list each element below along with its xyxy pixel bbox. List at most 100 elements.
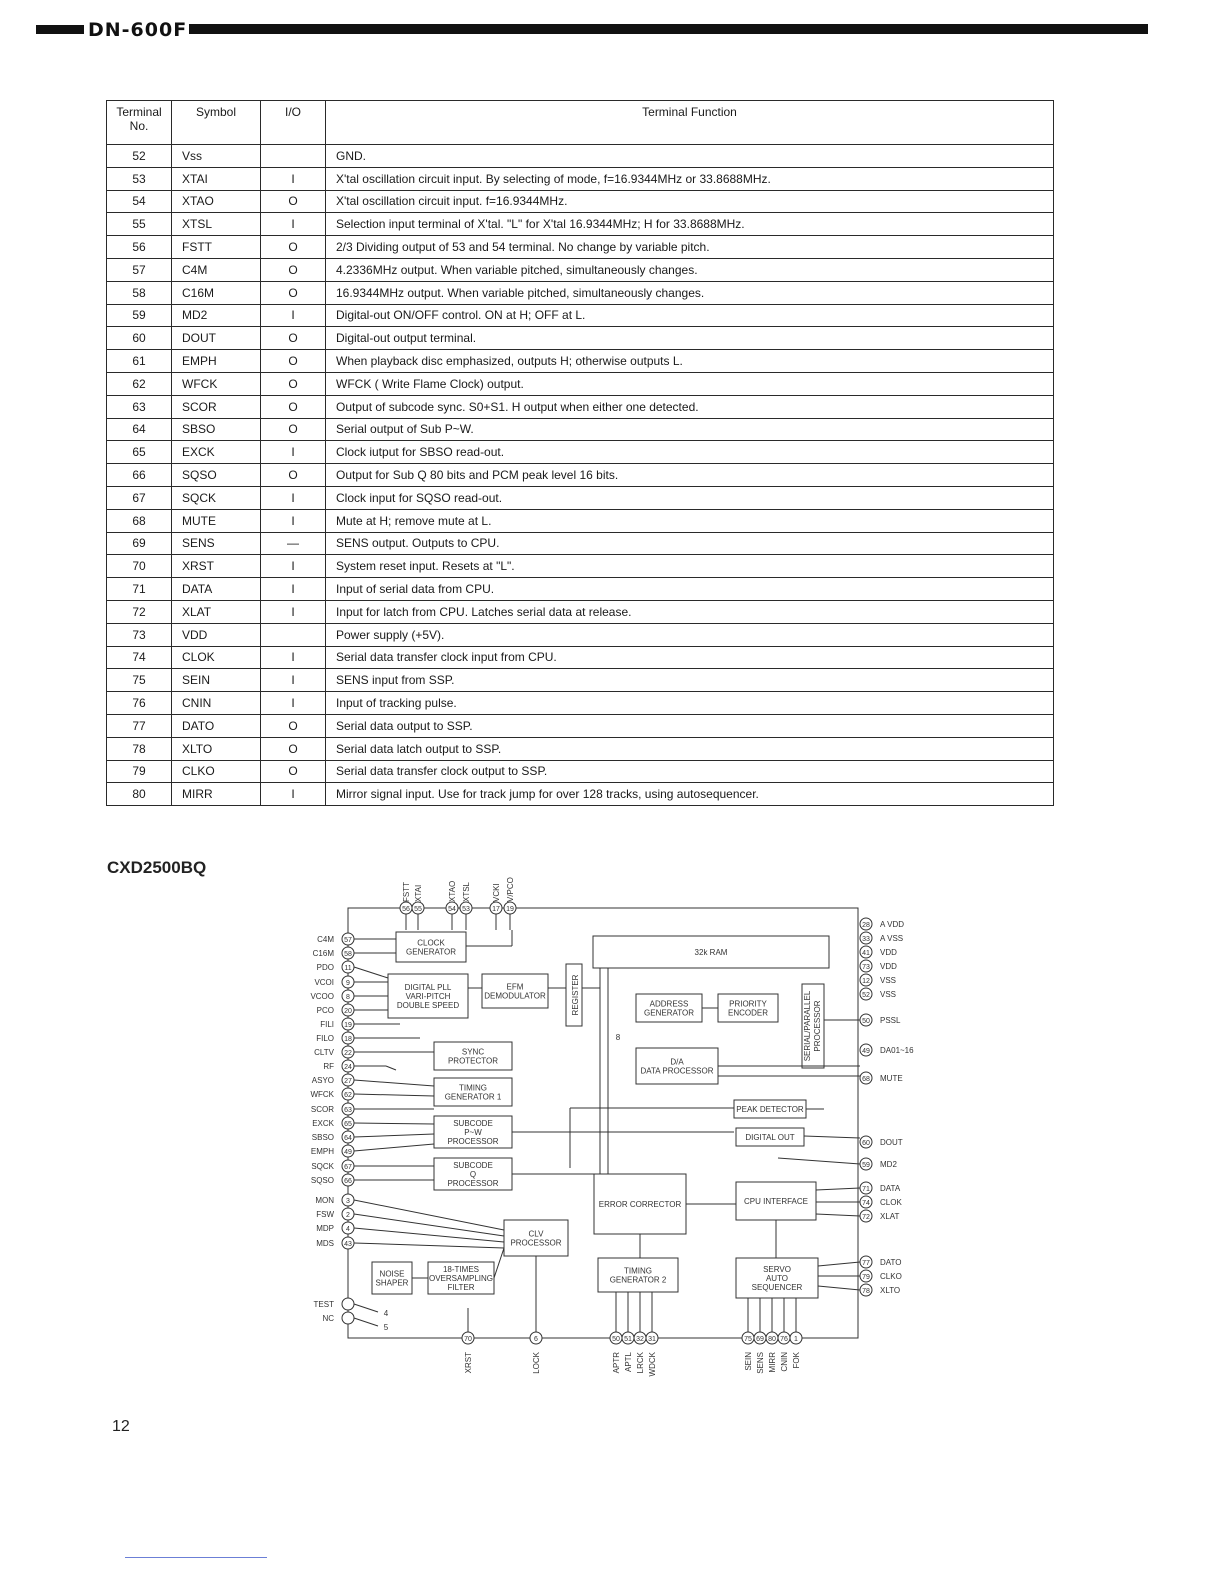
symbol-cell: XTAO xyxy=(171,189,261,214)
servo-sequencer-block-label: SERVO xyxy=(763,1265,791,1274)
io-cell: I xyxy=(260,782,326,807)
footer-line xyxy=(125,1557,267,1558)
symbol-cell: C4M xyxy=(171,257,261,282)
bottom-pin-label: XRST xyxy=(464,1352,473,1373)
function-cell: Clock iutput for SBSO read-out. xyxy=(325,440,1054,465)
terminal-no-cell: 59 xyxy=(106,303,172,328)
pin-number: 28 xyxy=(862,922,870,929)
pin-number: 65 xyxy=(344,1121,352,1128)
io-cell: I xyxy=(260,691,326,715)
terminal-no-cell: 76 xyxy=(106,691,172,715)
terminal-no-cell: 58 xyxy=(106,280,172,305)
pin-number: 1 xyxy=(794,1336,798,1343)
terminal-no-cell: 75 xyxy=(106,668,172,693)
pin-number: 64 xyxy=(344,1135,352,1142)
top-pin-label: XTSL xyxy=(462,881,471,902)
io-cell: I xyxy=(260,508,326,533)
subcode-pw-block-label: P~W xyxy=(464,1128,482,1137)
subcode-pw-block xyxy=(433,1115,513,1149)
symbol-cell: SBSO xyxy=(171,417,261,442)
address-generator-block-label: ADDRESS xyxy=(650,1000,689,1009)
pin-number: 20 xyxy=(344,1008,352,1015)
signal-line xyxy=(353,1199,505,1231)
right-pin xyxy=(859,945,873,959)
io-cell: O xyxy=(260,417,326,442)
address-generator-block-label: GENERATOR xyxy=(644,1009,694,1018)
left-pin-label: PCO xyxy=(317,1006,334,1015)
io-cell: I xyxy=(260,166,326,191)
signal-line xyxy=(817,1285,861,1291)
terminal-no-cell: 77 xyxy=(106,713,172,738)
function-cell: Output of subcode sync. S0+S1. H output … xyxy=(325,394,1054,419)
pin-number: 50 xyxy=(862,1018,870,1025)
symbol-cell: SENS xyxy=(171,531,261,556)
left-pin-label: MDS xyxy=(316,1239,334,1248)
symbol-cell: XTSL xyxy=(171,212,261,237)
peak-detector-block-label: PEAK DETECTOR xyxy=(736,1105,804,1114)
terminal-no-cell: 73 xyxy=(106,622,172,647)
right-pin-label: VSS xyxy=(880,976,896,985)
oversampling-filter-block-label: OVERSAMPLING xyxy=(429,1274,493,1283)
right-pin-label: DATA xyxy=(880,1184,901,1193)
right-pin xyxy=(859,931,873,945)
header-symbol: Symbol xyxy=(171,100,261,145)
left-pin-label: RF xyxy=(323,1062,334,1071)
right-pin-label: MD2 xyxy=(880,1160,897,1169)
pin-number: 11 xyxy=(344,965,351,972)
efm-demodulator-block xyxy=(481,973,549,1009)
pin-number: 71 xyxy=(862,1186,870,1193)
symbol-cell: XTAI xyxy=(171,166,261,191)
terminal-no-cell: 67 xyxy=(106,485,172,510)
timing-generator-1-block-label: GENERATOR 1 xyxy=(445,1093,502,1102)
signal-line xyxy=(353,1143,435,1152)
pin-number: 18 xyxy=(344,1036,352,1043)
model-name: DN-600F xyxy=(88,19,188,41)
io-cell: O xyxy=(260,394,326,419)
terminal-no-cell: 64 xyxy=(106,417,172,442)
left-pin-label: MON xyxy=(315,1196,334,1205)
terminal-no-cell: 52 xyxy=(106,144,172,168)
function-cell: Clock input for SQSO read-out. xyxy=(325,485,1054,510)
left-pin-label: MDP xyxy=(316,1224,334,1233)
left-pin-label: FILI xyxy=(320,1020,334,1029)
nc-pin-line xyxy=(353,1303,379,1313)
left-pin-label: SQCK xyxy=(311,1162,334,1171)
table-header-row: Terminal No. Symbol I/O Terminal Functio… xyxy=(106,100,1054,145)
io-cell: O xyxy=(260,759,326,784)
terminal-no-cell: 54 xyxy=(106,189,172,214)
function-cell: 2/3 Dividing output of 53 and 54 termina… xyxy=(325,235,1054,259)
symbol-cell: XRST xyxy=(171,554,261,579)
sync-protector-block-label: PROTECTOR xyxy=(448,1057,498,1066)
page-number: 12 xyxy=(112,1418,130,1435)
page-header: DN-600F xyxy=(36,19,1148,41)
pin-number: 59 xyxy=(862,1162,870,1169)
timing-generator-2-block xyxy=(597,1257,679,1293)
sync-protector-block-label: SYNC xyxy=(462,1048,484,1057)
terminal-no-cell: 62 xyxy=(106,371,172,396)
terminal-no-cell: 56 xyxy=(106,235,172,259)
pin-number: 78 xyxy=(862,1288,870,1295)
right-pin-label: A VDD xyxy=(880,920,904,929)
io-cell: I xyxy=(260,212,326,237)
pin-number: 67 xyxy=(344,1164,352,1171)
symbol-cell: C16M xyxy=(171,280,261,305)
pin-number: 68 xyxy=(862,1076,870,1083)
header-io: I/O xyxy=(260,100,326,145)
top-pin-label: VCKI xyxy=(492,883,501,902)
terminal-no-cell: 66 xyxy=(106,463,172,487)
pin-number: 70 xyxy=(464,1336,472,1343)
symbol-cell: CLOK xyxy=(171,645,261,670)
top-pin-label: V/PCO xyxy=(506,877,515,902)
pin-number: 80 xyxy=(768,1336,776,1343)
io-cell: I xyxy=(260,440,326,465)
symbol-cell: DATA xyxy=(171,577,261,601)
header-right-bar xyxy=(189,24,1148,34)
function-cell: Input for latch from CPU. Latches serial… xyxy=(325,599,1054,624)
